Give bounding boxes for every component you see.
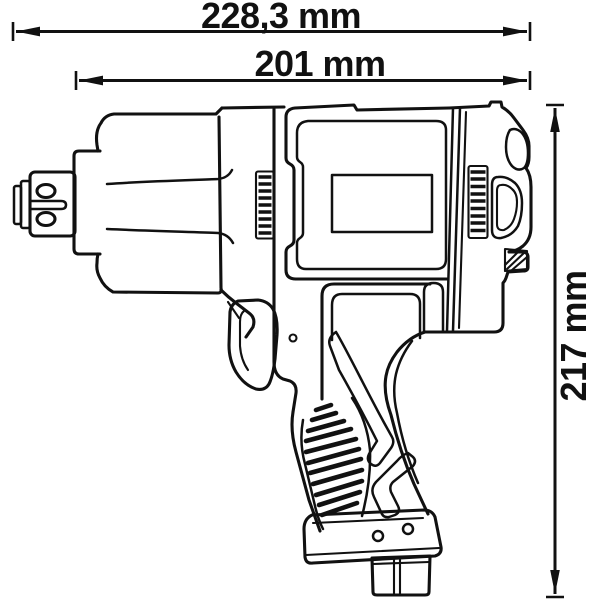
grip-ribs [303,402,365,518]
rear-hand-loop [490,175,524,240]
grip-inner-band-upper [328,330,395,467]
exhaust-vent [503,247,529,273]
grip-base [302,508,443,565]
handle-panel [320,281,445,401]
pivot-pin [288,333,298,343]
air-inlet [370,554,432,597]
detent-hole [35,210,57,228]
hammer-case [94,106,256,339]
detent-hole [35,182,57,200]
case-contour-line [105,168,234,186]
overall-height-label: 217 mm [553,270,594,401]
overall-height-dimension: 217 mm [546,103,594,599]
arrow-down-icon [550,570,560,594]
housing-length-dimension: 201 mm [74,43,532,90]
arrow-up-icon [550,108,560,132]
arrow-right-icon [503,75,527,86]
handle-arch [422,281,445,333]
rear-cap [423,100,533,334]
motor-housing [284,103,451,281]
grip-back-inner-line [393,339,420,485]
rear-seam [445,106,468,333]
base-screw [371,529,385,543]
housing-inner-contour [295,119,448,271]
rear-grille [467,164,489,240]
front-collar [72,149,102,256]
case-contour-line [105,227,235,245]
rear-lobe [504,127,530,171]
front-grille [254,170,276,240]
pistol-grip [290,330,430,533]
housing-length-label: 201 mm [254,43,385,84]
arrow-right-icon [503,26,527,37]
impact-wrench-outline [12,100,533,597]
case-chin [219,288,256,339]
trigger [227,298,279,391]
top-edge [220,105,286,110]
grip-inner-band-lower [371,451,417,519]
overall-length-dimension: 228,3 mm [11,0,532,41]
label-plate [330,173,434,234]
overall-length-label: 228,3 mm [201,0,361,36]
arrow-left-icon [16,26,40,37]
arrow-left-icon [79,75,103,86]
square-drive [12,170,77,238]
grip-back-edge [383,330,430,516]
base-screw [401,522,415,536]
